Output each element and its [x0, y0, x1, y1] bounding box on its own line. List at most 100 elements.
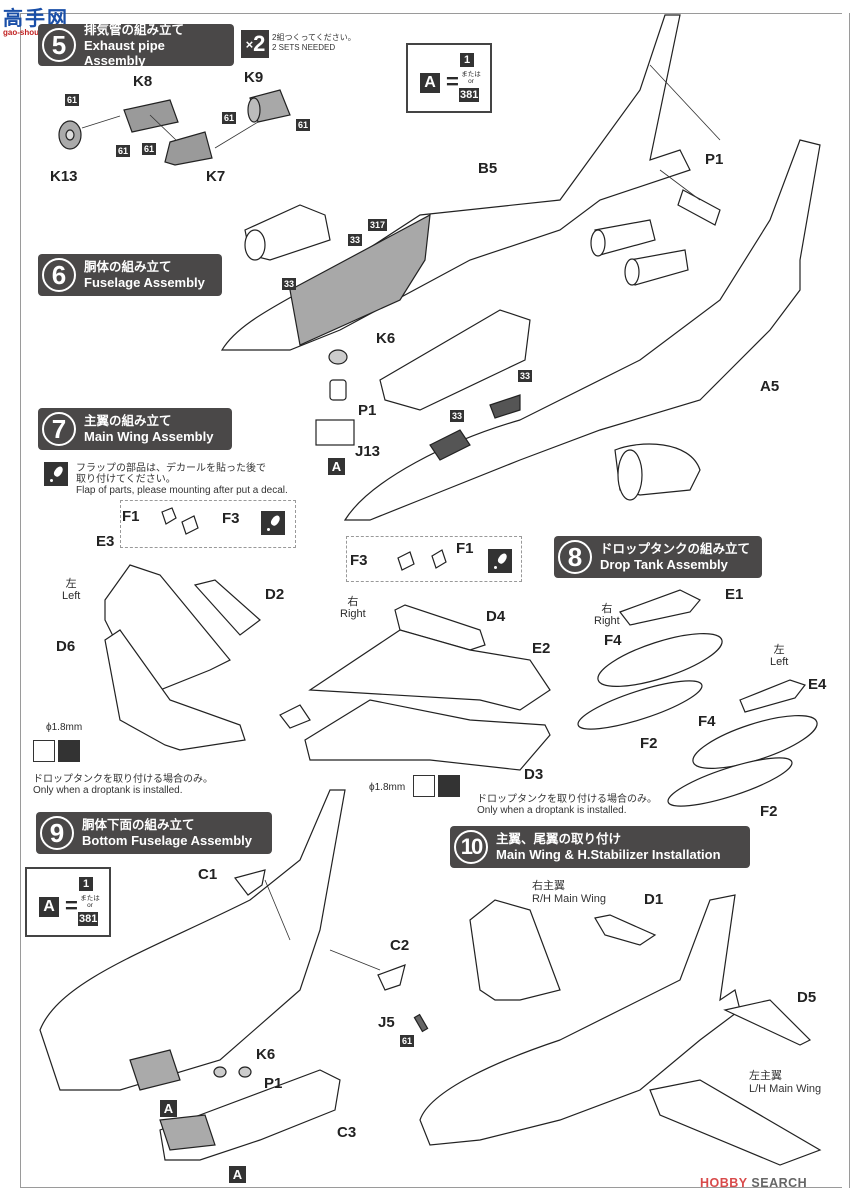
- label-k6: K6: [376, 330, 396, 347]
- step-title-en: Bottom Fuselage Assembly: [82, 833, 253, 848]
- label-c2: C2: [390, 937, 410, 954]
- step7-left-wing-art: [104, 507, 261, 751]
- drill-size: ϕ1.8mm: [369, 782, 406, 793]
- lh-main-wing: [649, 1079, 822, 1166]
- rh-main-wing: [469, 899, 561, 1001]
- part-f4-left: [692, 715, 818, 769]
- paint-code-61: 61: [65, 94, 80, 106]
- side-left-label: 左 Left: [62, 578, 81, 602]
- label-f2-left: F2: [760, 803, 778, 820]
- lh-main-wing-label: 左主翼 L/H Main Wing: [749, 1070, 822, 1095]
- part-k7: [164, 131, 213, 166]
- part-d5: [723, 999, 812, 1046]
- drill-hole-icons: [33, 740, 80, 762]
- step-7-header: 7 主翼の組み立て Main Wing Assembly: [38, 408, 232, 450]
- step-title-jp: ドロップタンクの組み立て: [600, 542, 751, 556]
- label-f2-right: F2: [640, 735, 658, 752]
- part-f2-left: [667, 757, 793, 807]
- label-a5: A5: [760, 378, 780, 395]
- paint-code-33: 33: [282, 278, 297, 290]
- open-hole-icon: [33, 740, 55, 762]
- label-p1-top: P1: [705, 151, 724, 168]
- part-f2-right: [577, 680, 703, 730]
- step-title-jp: 主翼の組み立て: [84, 414, 172, 428]
- side-right-label: 右 Right: [594, 603, 620, 627]
- step-6-header: 6 胴体の組み立て Fuselage Assembly: [38, 254, 222, 296]
- part-c1: [233, 869, 266, 896]
- label-e3: E3: [96, 533, 115, 550]
- part-d1: [594, 914, 657, 946]
- paint-code-61: 61: [116, 145, 131, 157]
- drill-size: ϕ1.8mm: [46, 722, 83, 733]
- label-f4-left: F4: [698, 713, 716, 730]
- step-5-header: 5 排気管の組み立て Exhaust pipe Assembly: [38, 22, 234, 68]
- label-d2: D2: [265, 586, 285, 603]
- step-number: 5: [42, 28, 76, 62]
- step-title-en: Main Wing & H.Stabilizer Installation: [496, 847, 721, 862]
- rh-main-wing-label: 右主翼 R/H Main Wing: [532, 880, 606, 905]
- part-e4: [739, 679, 806, 713]
- label-k13: K13: [50, 168, 78, 185]
- step-title-en: Fuselage Assembly: [84, 275, 205, 290]
- step9-art: [39, 789, 429, 1161]
- flap-note: フラップの部品は、デカールを貼った後で 取り付けてください。 Flap of p…: [76, 463, 288, 496]
- page-frame: [20, 13, 842, 1188]
- label-f4-right: F4: [604, 632, 622, 649]
- step-9-header: 9 胴体下面の組み立て Bottom Fuselage Assembly: [36, 812, 272, 854]
- label-f3-right: F3: [350, 552, 368, 569]
- label-j13: J13: [355, 443, 381, 460]
- part-f3-l: [181, 515, 199, 535]
- site-url: gao-shou.com: [3, 28, 58, 37]
- step-title-jp: 排気管の組み立て: [84, 22, 185, 37]
- aircraft-assembled: [419, 894, 741, 1146]
- alt-part-marker-a: A: [229, 1166, 246, 1183]
- part-k6-b: [238, 1066, 252, 1078]
- part-e1: [619, 589, 701, 626]
- label-d5: D5: [797, 989, 817, 1006]
- label-e2: E2: [532, 640, 551, 657]
- part-d6: [104, 629, 246, 751]
- paint-code-61: 61: [142, 143, 157, 155]
- drill-icon: [58, 740, 80, 762]
- drill-icon: [438, 775, 460, 797]
- paint-code-33: 33: [518, 370, 533, 382]
- label-d6: D6: [56, 638, 76, 655]
- alt-part-marker-a: A: [328, 458, 345, 475]
- part-d3: [304, 699, 551, 771]
- side-left-label: 左 Left: [770, 644, 789, 668]
- part-k6-a: [213, 1066, 227, 1078]
- label-f1: F1: [122, 508, 140, 525]
- part-f1-l: [161, 507, 177, 525]
- paint-code-61: 61: [296, 119, 311, 131]
- step-10-header: 10 主翼、尾翼の取り付け Main Wing & H.Stabilizer I…: [450, 826, 750, 868]
- label-f1-right: F1: [456, 540, 474, 557]
- step7-right-wing-art: [279, 549, 551, 771]
- label-k9: K9: [244, 69, 264, 86]
- droptank-note: ドロップタンクを取り付ける場合のみ。 Only when a droptank …: [33, 774, 213, 796]
- step-title-jp: 胴体の組み立て: [84, 260, 172, 274]
- fuselage-half-a5: [343, 139, 821, 521]
- step8-art: [577, 589, 818, 807]
- flap-parts-box: [120, 500, 296, 548]
- part-c2: [377, 964, 406, 991]
- label-c1: C1: [198, 866, 218, 883]
- step-title-en: Exhaust pipe Assembly: [84, 37, 165, 68]
- step-number: 10: [454, 830, 488, 864]
- step10-art: [419, 894, 822, 1166]
- paint-code-317: 317: [368, 219, 388, 231]
- fuselage-interior: [289, 213, 431, 346]
- label-d4: D4: [486, 608, 506, 625]
- open-hole-icon: [413, 775, 435, 797]
- label-e4: E4: [808, 676, 827, 693]
- part-j5: [413, 1013, 429, 1033]
- fuselage-lower: [39, 789, 346, 1091]
- step-title-en: Main Wing Assembly: [84, 429, 214, 444]
- step-number: 6: [42, 258, 76, 292]
- label-p1: P1: [358, 402, 377, 419]
- cockpit-tub: [379, 309, 531, 411]
- step-title-jp: 胴体下面の組み立て: [82, 818, 195, 832]
- step6-art: [220, 14, 821, 521]
- paint-code-33: 33: [450, 410, 465, 422]
- sets-needed-note: 2組つくってください。 2 SETS NEEDED: [272, 33, 356, 52]
